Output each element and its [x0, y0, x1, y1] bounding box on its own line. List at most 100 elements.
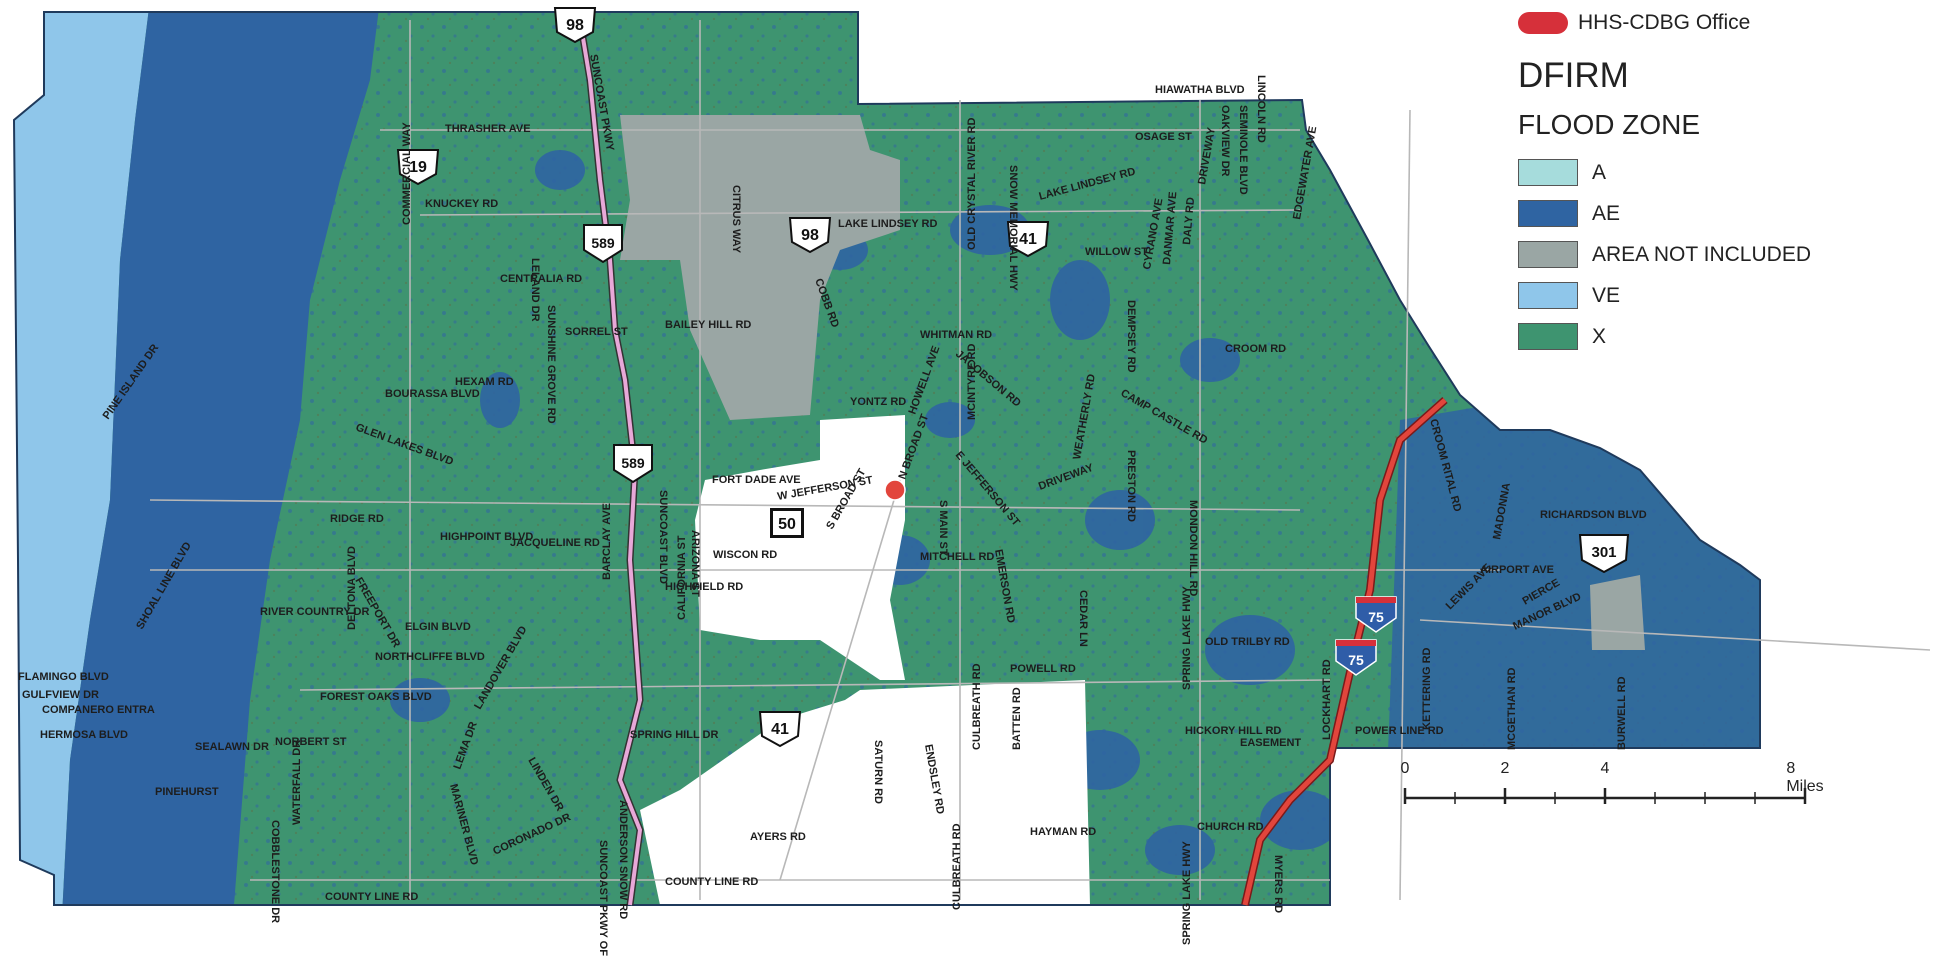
road-label: S MAIN ST	[937, 500, 949, 556]
road-label: LINCOLN RD	[1255, 75, 1267, 143]
road-label: BOURASSA BLVD	[385, 388, 480, 400]
road-label: NORTHCLIFFE BLVD	[375, 651, 485, 663]
road-label: MITCHELL RD	[920, 551, 994, 563]
scale-label-4: 4	[1600, 760, 1610, 777]
road-label: LAKE LINDSEY RD	[838, 218, 937, 230]
road-label: SPRING LAKE HWY	[1181, 840, 1193, 945]
road-label: LOCKHART RD	[1321, 659, 1333, 740]
road-label: HEXAM RD	[455, 376, 514, 388]
scale-label-2: 2	[1500, 760, 1510, 777]
road-label: COBBLESTONE DR	[269, 820, 281, 923]
road-label: KETTERING RD	[1421, 647, 1433, 730]
svg-text:589: 589	[621, 455, 645, 471]
road-label: PINEHURST	[155, 786, 219, 798]
road-label: OLD CRYSTAL RIVER RD	[966, 118, 978, 250]
road-label: YONTZ RD	[850, 396, 906, 408]
road-label: HAYMAN RD	[1030, 826, 1096, 838]
road-label: HIGHPOINT BLVD	[440, 531, 533, 543]
sr50-shield: 50	[770, 508, 804, 538]
zone-white-south	[640, 680, 1090, 905]
road-label: GULFVIEW DR	[22, 689, 99, 701]
road-label: CHURCH RD	[1197, 821, 1264, 833]
road-label: BAILEY HILL RD	[665, 319, 751, 331]
office-marker[interactable]	[884, 479, 906, 501]
road-label: BATTEN RD	[1011, 687, 1023, 750]
road-label: BARCLAY AVE	[601, 503, 613, 580]
legend-label: AREA NOT INCLUDED	[1592, 242, 1811, 266]
road-label: RIVER COUNTRY DR	[260, 606, 369, 618]
road-label: SEALAWN DR	[195, 741, 269, 753]
legend-swatch	[1518, 241, 1578, 268]
road-label: CALIFORNIA ST	[676, 535, 688, 620]
legend-item-x: X	[1518, 316, 1928, 357]
road-label: COUNTY LINE RD	[665, 876, 758, 888]
legend-item-a: A	[1518, 152, 1928, 193]
road-label: THRASHER AVE	[445, 123, 531, 135]
road-label: MYERS RD	[1272, 855, 1284, 913]
us98-mid-shield: 98	[788, 217, 832, 254]
road-label: SORREL ST	[565, 326, 628, 338]
svg-text:50: 50	[778, 516, 796, 533]
road-label: ANDERSON SNOW RD	[617, 800, 629, 919]
us19-shield: 19	[396, 149, 440, 186]
legend-title: DFIRM	[1518, 56, 1629, 95]
legend-subtitle: FLOOD ZONE	[1518, 109, 1701, 140]
road-label: CENTRALIA RD	[500, 273, 582, 285]
road-label: DEMPSEY RD	[1125, 300, 1137, 373]
road-label: CROOM RD	[1225, 343, 1286, 355]
road-label: PRESTON RD	[1125, 450, 1137, 522]
scale-label-8: 8 Miles	[1786, 760, 1824, 795]
legend-swatch	[1518, 159, 1578, 186]
legend-label: AE	[1592, 201, 1621, 225]
road-label: OSAGE ST	[1135, 131, 1192, 143]
legend-items: A AE AREA NOT INCLUDED VE X	[1518, 152, 1928, 357]
scale-label-0: 0	[1400, 760, 1410, 777]
us41-north-shield: 41	[1006, 221, 1050, 258]
road-label: FOREST OAKS BLVD	[320, 691, 432, 703]
road-label: KNUCKEY RD	[425, 198, 498, 210]
road-label: LELAND DR	[529, 258, 541, 322]
road-label: WILLOW ST	[1085, 246, 1148, 258]
road-label: AIRPORT AVE	[1480, 564, 1554, 576]
road-label: DELTONA BLVD	[346, 546, 358, 630]
legend-swatch	[1518, 323, 1578, 350]
road-label: MONDON HILL RD	[1187, 500, 1199, 596]
svg-text:75: 75	[1368, 609, 1384, 625]
road-label: DALY RD	[1181, 197, 1197, 246]
road-label: NORBERT ST	[275, 736, 347, 748]
zone-ae-east	[1380, 400, 1760, 905]
office-label: HHS-CDBG Office	[1578, 11, 1751, 34]
sr589-north-shield: 589	[583, 224, 623, 264]
office-swatch	[1518, 12, 1568, 34]
road-label: RIDGE RD	[330, 513, 384, 525]
road-label: FORT DADE AVE	[712, 474, 801, 486]
road-label: COMMERCIAL WAY	[401, 122, 413, 225]
road-label: POWELL RD	[1010, 663, 1076, 675]
road-label: SPRING HILL DR	[630, 729, 718, 741]
legend-swatch	[1518, 200, 1578, 227]
road-label: RICHARDSON BLVD	[1540, 509, 1647, 521]
road-label: SUNSHINE GROVE RD	[545, 305, 557, 424]
road-label: COMPANERO ENTRA	[42, 704, 155, 716]
svg-text:589: 589	[591, 235, 615, 251]
us98-north-shield: 98	[553, 7, 597, 44]
road-label: OLD TRILBY RD	[1205, 636, 1290, 648]
road-label: WATERFALL DR	[291, 740, 303, 825]
zone-not-included-east	[1590, 575, 1645, 650]
legend-item-area-not-included: AREA NOT INCLUDED	[1518, 234, 1928, 275]
svg-text:19: 19	[409, 159, 427, 176]
road-label: SUNCOAST BLVD	[657, 490, 669, 584]
svg-text:41: 41	[771, 721, 789, 738]
legend-item-ae: AE	[1518, 193, 1928, 234]
svg-text:98: 98	[801, 227, 819, 244]
road-label: SUNCOAST PKWY OFF RAMP	[597, 840, 609, 956]
i75-south-shield: 75	[1335, 639, 1377, 676]
road-label: MCINTYRE RD	[966, 344, 978, 420]
sr589-south-shield: 589	[613, 444, 653, 484]
road-label: MCGETHAN RD	[1506, 667, 1518, 750]
road-label: ARIZONA ST	[689, 530, 701, 597]
road-label: HIAWATHA BLVD	[1155, 84, 1245, 96]
legend-label: X	[1592, 324, 1607, 348]
legend-label: A	[1592, 160, 1607, 184]
